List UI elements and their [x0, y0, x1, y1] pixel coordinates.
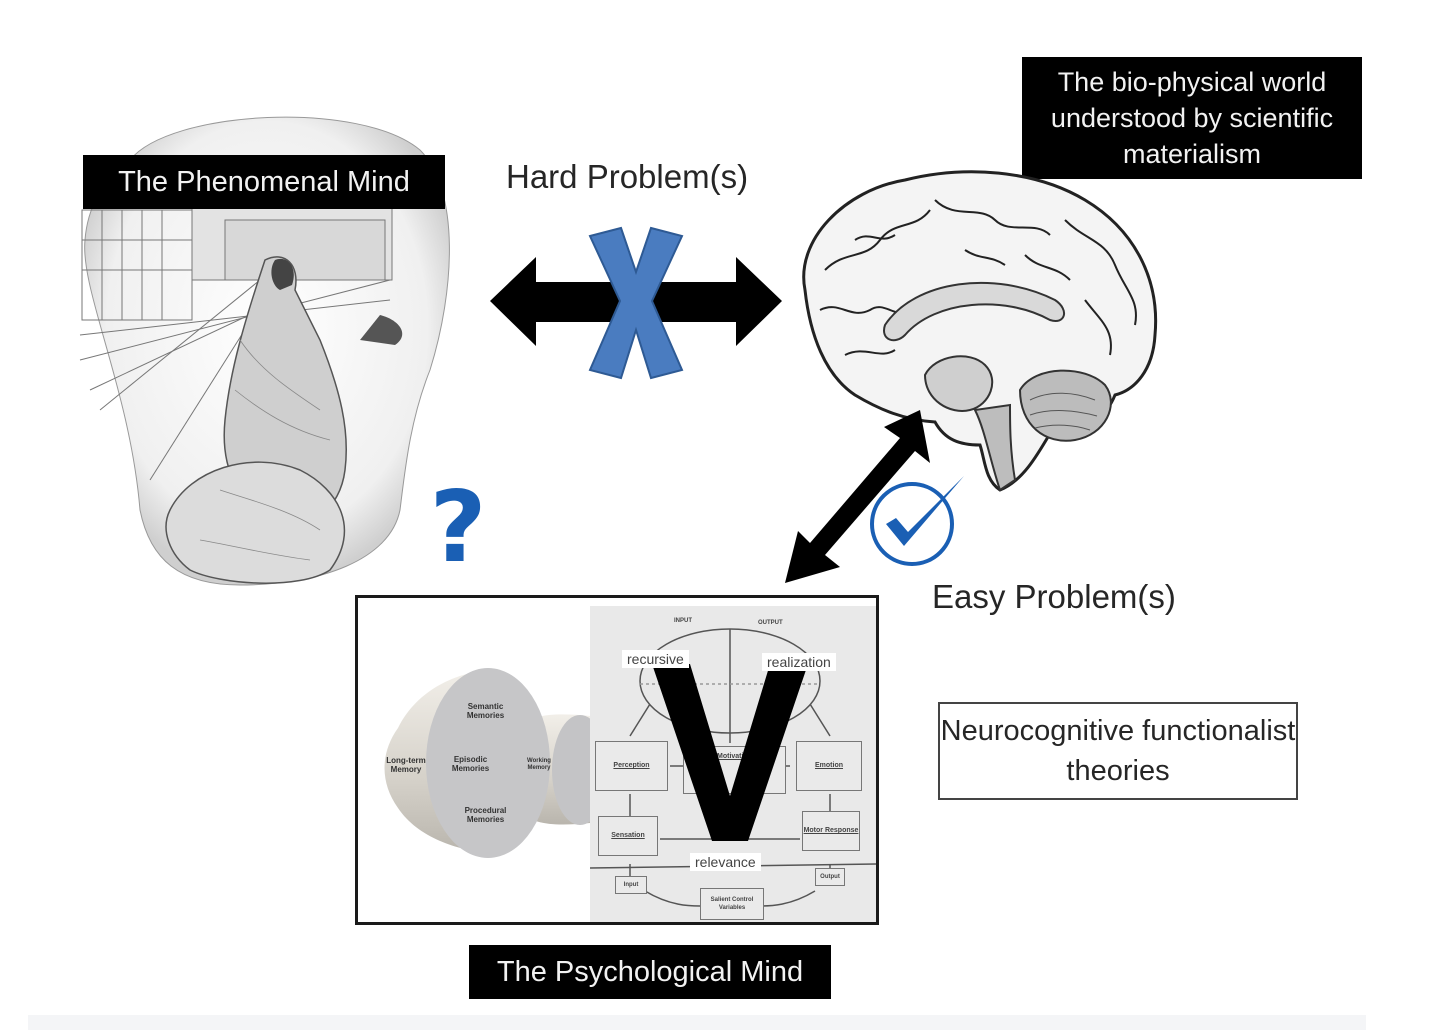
procedural-memories-text: Procedural Memories	[464, 806, 507, 824]
bio-physical-world-label: The bio-physical world understood by sci…	[1022, 57, 1362, 179]
hard-problem-connector	[488, 222, 784, 382]
cognitive-architecture-diagram: INPUT OUTPUT Perception Motivation Emoti…	[590, 606, 876, 922]
recursive-label: recursive	[622, 650, 689, 668]
psychological-mind-panel: Long-term Memory Semantic Memories Episo…	[355, 595, 879, 925]
easy-problem-title: Easy Problem(s)	[932, 578, 1176, 615]
long-term-memory-text: Long-term Memory	[386, 756, 426, 774]
episodic-memories-text: Episodic Memories	[451, 755, 490, 773]
motor-response-box: Motor Response	[802, 811, 860, 851]
question-mark-icon: ?	[429, 471, 487, 585]
working-memory-text: Working Memory	[527, 758, 551, 771]
memory-model-illustration: Long-term Memory Semantic Memories Episo…	[358, 598, 593, 922]
x-cross-icon	[588, 226, 684, 380]
phenomenal-mind-label: The Phenomenal Mind	[83, 155, 445, 209]
brain-illustration	[785, 160, 1165, 505]
realization-label: realization	[762, 653, 836, 671]
psychological-mind-label: The Psychological Mind	[469, 945, 831, 999]
hard-problem-title: Hard Problem(s)	[506, 158, 749, 195]
checkmark-circle-icon	[866, 472, 966, 566]
easy-problem-connector	[770, 405, 940, 590]
sensation-box: Sensation	[598, 816, 658, 856]
phenomenal-mind-illustration	[60, 90, 480, 590]
v-letter-overlay	[652, 664, 808, 841]
double-arrow-diagonal-icon	[785, 410, 930, 583]
input-box: Input	[615, 876, 647, 894]
semantic-memories-text: Semantic Memories	[466, 702, 505, 720]
emotion-box: Emotion	[796, 741, 862, 791]
perception-box: Perception	[595, 741, 668, 791]
output-header-text: OUTPUT	[758, 620, 783, 626]
salient-control-variables-box: Salient Control Variables	[700, 888, 764, 920]
input-header-text: INPUT	[674, 618, 692, 624]
relevance-label: relevance	[690, 853, 761, 871]
output-box: Output	[815, 868, 845, 886]
footer-strip	[28, 1015, 1366, 1030]
neurocognitive-theories-box: Neurocognitive functionalist theories	[938, 702, 1298, 800]
